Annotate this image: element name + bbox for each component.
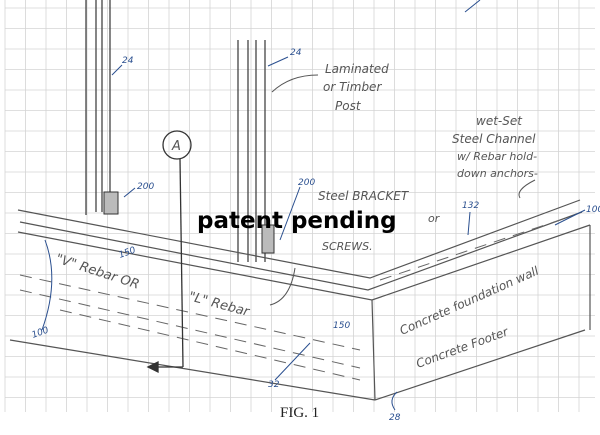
callout-200-left: 200 bbox=[137, 182, 154, 192]
timber-post-left bbox=[85, 0, 111, 215]
pencil-leaders bbox=[269, 74, 536, 306]
note-channel-4: down anchors- bbox=[457, 167, 538, 180]
rebar-dashes bbox=[19, 219, 561, 381]
callout-100-left: 100 bbox=[31, 325, 51, 340]
patent-pending-watermark: patent pending bbox=[197, 208, 397, 234]
foundation-wall bbox=[9, 199, 591, 401]
section-marker bbox=[146, 130, 192, 374]
callout-28: 28 bbox=[389, 413, 401, 423]
note-bracket-1: Steel BRACKET bbox=[318, 189, 410, 203]
note-bracket-2: or bbox=[428, 212, 441, 225]
steel-bracket-left bbox=[103, 191, 119, 215]
callout-200-right: 200 bbox=[298, 178, 315, 188]
leader-lines bbox=[41, 0, 586, 411]
note-post-1: Laminated bbox=[325, 62, 389, 76]
note-channel-1: wet-Set bbox=[476, 114, 523, 128]
callout-100-right: 100 bbox=[586, 205, 600, 215]
note-channel-3: w/ Rebar hold- bbox=[457, 150, 537, 163]
figure-caption: FIG. 1 bbox=[280, 405, 319, 421]
callout-150-right: 150 bbox=[333, 321, 350, 331]
section-label-a: A bbox=[171, 139, 181, 154]
note-post-3: Post bbox=[335, 99, 362, 113]
note-channel-2: Steel Channel bbox=[452, 132, 536, 146]
callout-24-right: 24 bbox=[290, 48, 302, 58]
steel-bracket-right bbox=[261, 224, 275, 254]
callout-24-left: 24 bbox=[122, 56, 134, 66]
callout-32: 32 bbox=[268, 380, 280, 390]
callout-150-left: 150 bbox=[118, 245, 138, 260]
note-footer: Concrete Footer bbox=[414, 324, 511, 371]
callout-132: 132 bbox=[462, 201, 479, 211]
note-bracket-3: SCREWS. bbox=[322, 240, 373, 253]
graph-paper-grid bbox=[4, 0, 595, 412]
note-post-2: or Timber bbox=[323, 80, 382, 94]
